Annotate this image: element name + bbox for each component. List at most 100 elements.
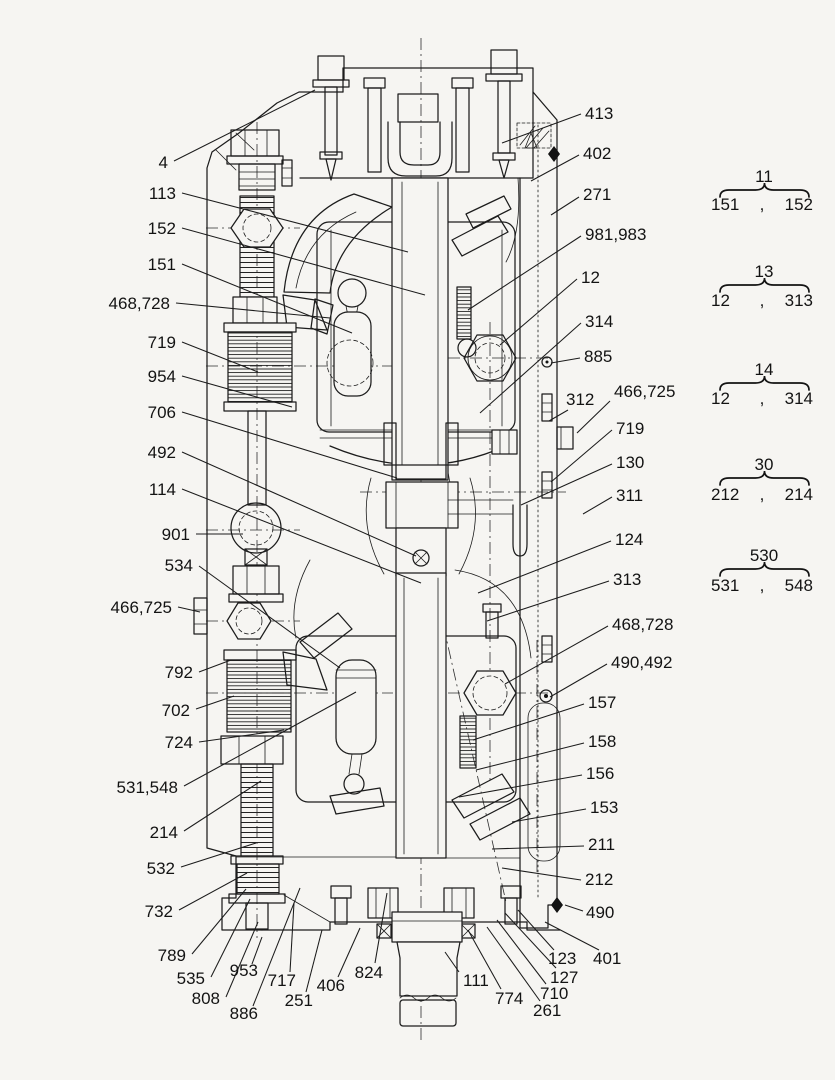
group-range-start: 212 (711, 485, 739, 504)
leader-line-12 (499, 278, 578, 346)
leader-line-406 (337, 927, 361, 978)
group-separator: , (760, 389, 765, 408)
part-number-label-535: 535 (177, 969, 205, 988)
leader-line-123 (517, 909, 555, 951)
part-number-label-157: 157 (588, 693, 616, 712)
part-number-label-702: 702 (162, 701, 190, 720)
part-number-label-808: 808 (192, 989, 220, 1008)
leader-line-732 (178, 872, 248, 911)
leader-line-706 (181, 411, 398, 479)
part-number-label-534: 534 (165, 556, 193, 575)
leader-line-808 (225, 921, 259, 998)
overbrace (719, 561, 810, 577)
leader-line-211 (491, 845, 585, 850)
part-number-label-732: 732 (145, 902, 173, 921)
leader-line-214 (183, 780, 262, 832)
part-number-label-314: 314 (585, 312, 613, 331)
part-number-label-156: 156 (586, 764, 614, 783)
part-number-label-251: 251 (285, 991, 313, 1010)
leader-line-886 (252, 887, 301, 1007)
part-number-label-211: 211 (588, 835, 615, 854)
part-number-label-406: 406 (317, 976, 345, 995)
part-number-label-402: 402 (583, 144, 611, 163)
callout-layer: 4113152151468,72871995470649211490153446… (109, 89, 675, 1023)
dowel-pins (539, 356, 553, 703)
part-number-label-531,548: 531,548 (117, 778, 178, 797)
leader-line-531,548 (183, 691, 357, 787)
leader-line-468,728 (175, 302, 331, 319)
leader-line-954 (181, 375, 293, 408)
leader-line-413 (501, 113, 582, 144)
part-number-label-885: 885 (584, 347, 612, 366)
leader-line-314 (479, 322, 582, 414)
part-number-label-4: 4 (159, 153, 168, 172)
group-number: 11 (755, 167, 773, 186)
leader-line-885 (550, 357, 581, 364)
part-number-label-886: 886 (230, 1004, 258, 1023)
leader-line-401 (544, 921, 600, 951)
part-number-label-792: 792 (165, 663, 193, 682)
pump-cross-section-drawing (193, 49, 574, 1027)
leader-line-490 (564, 904, 584, 912)
leader-line-114 (181, 488, 422, 584)
leader-line-113 (181, 192, 409, 253)
leader-line-312 (548, 409, 569, 422)
part-number-label-130: 130 (616, 453, 644, 472)
leader-line-158 (475, 742, 585, 771)
group-number: 30 (755, 455, 774, 474)
leader-line-789 (191, 888, 247, 955)
top-cover-and-bolts (281, 49, 523, 187)
leader-line-261 (486, 926, 541, 1002)
leader-line-151 (181, 263, 353, 334)
group-separator: , (760, 291, 765, 310)
part-number-label-311: 311 (616, 486, 643, 505)
leader-line-156 (458, 774, 583, 798)
overbrace (719, 277, 810, 293)
leader-line-532 (180, 842, 257, 868)
leader-line-313 (486, 580, 610, 622)
overbrace (719, 470, 810, 486)
group-number: 13 (755, 262, 774, 281)
leader-line-466,725 (576, 400, 611, 434)
group-range-end: 152 (785, 195, 813, 214)
overbrace (719, 375, 810, 391)
leader-line-717 (289, 902, 295, 973)
part-number-label-468,728: 468,728 (109, 294, 170, 313)
leader-line-534 (198, 565, 341, 669)
leader-line-724 (198, 729, 285, 743)
leader-line-774 (467, 929, 502, 990)
part-number-label-214: 214 (150, 823, 178, 842)
leader-line-212 (501, 867, 582, 881)
overbrace (719, 182, 810, 198)
leader-line-981,983 (467, 235, 582, 311)
part-number-label-466,725: 466,725 (614, 382, 675, 401)
leader-line-719 (181, 341, 259, 373)
part-number-label-490: 490 (586, 903, 614, 922)
part-number-label-954: 954 (148, 367, 176, 386)
part-number-label-313: 313 (613, 570, 641, 589)
group-range-start: 12 (711, 291, 730, 310)
group-range-start: 531 (711, 576, 739, 595)
drive-shaft-upper (391, 177, 449, 481)
leader-line-719 (550, 429, 613, 483)
group-separator: , (760, 485, 765, 504)
group-range-end: 313 (785, 291, 813, 310)
part-number-label-824: 824 (355, 963, 383, 982)
part-number-label-532: 532 (147, 859, 175, 878)
leader-line-824 (374, 892, 388, 964)
part-number-label-127: 127 (550, 968, 578, 987)
group-range-start: 12 (711, 389, 730, 408)
part-number-label-953: 953 (230, 961, 258, 980)
part-number-label-153: 153 (590, 798, 618, 817)
part-number-label-413: 413 (585, 104, 613, 123)
leader-line-251 (305, 929, 323, 993)
group-number: 530 (750, 546, 778, 565)
part-number-label-114: 114 (149, 480, 176, 499)
leader-line-311 (582, 496, 613, 515)
part-number-label-271: 271 (583, 185, 611, 204)
part-number-label-111: 111 (463, 971, 489, 990)
